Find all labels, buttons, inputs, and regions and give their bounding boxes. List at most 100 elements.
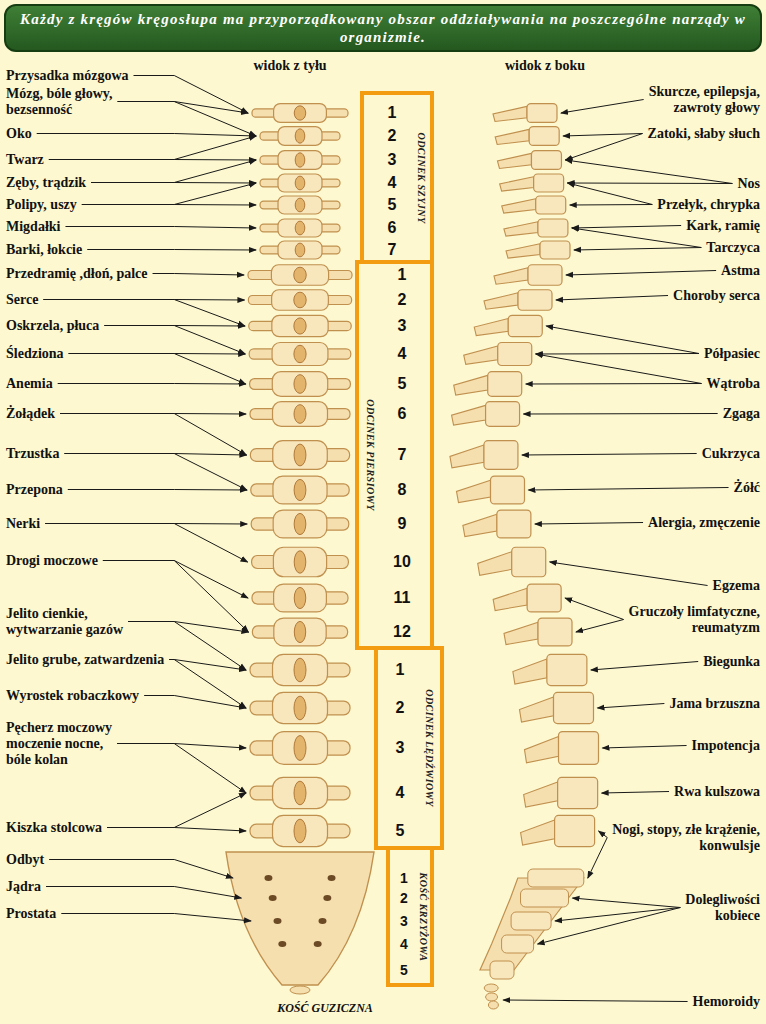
organ-label: Polipy, uszy xyxy=(6,197,77,213)
section-bracket xyxy=(388,848,432,985)
leader-arrow xyxy=(598,704,665,709)
vertebra-side xyxy=(529,127,559,146)
leader-arrow xyxy=(599,831,608,838)
symptom-label: Tarczyca xyxy=(706,240,760,256)
leader-arrow xyxy=(49,136,256,160)
vertebra-number: 2 xyxy=(396,700,405,716)
spinous-process-side xyxy=(513,659,547,684)
symptom-label: Nos xyxy=(737,176,760,192)
vertebra xyxy=(278,241,322,259)
spinous-process xyxy=(294,658,306,682)
leader-arrow xyxy=(568,183,653,205)
symptom-label: Zatoki, słaby słuch xyxy=(648,126,760,142)
view-heading: widok z boku xyxy=(505,58,585,74)
vertebra xyxy=(273,547,326,577)
leader-arrow xyxy=(117,744,246,794)
section-bracket xyxy=(357,262,432,648)
spinous-process xyxy=(295,129,305,143)
leader-arrow xyxy=(561,100,644,114)
leader-arrow xyxy=(522,454,697,456)
leader-arrow xyxy=(87,249,256,251)
symptom-label: Gruczoły limfatyczne, reumatyzm xyxy=(605,604,760,636)
vertebra-side xyxy=(554,692,594,723)
organ-label: Wyrostek robaczkowy xyxy=(6,688,139,704)
leader-arrow xyxy=(565,134,642,161)
sacral-segment-side xyxy=(511,912,551,930)
spinous-process xyxy=(294,375,306,394)
vertebra-number: 5 xyxy=(398,376,407,392)
vertebra-side xyxy=(531,151,561,170)
vertebra-side xyxy=(512,547,546,577)
vertebra xyxy=(272,315,328,336)
vertebra xyxy=(272,290,329,311)
vertebra-side xyxy=(491,476,525,504)
organ-label: Przysadka mózgowa xyxy=(6,68,129,84)
spinous-process xyxy=(294,106,306,120)
organ-label: Twarz xyxy=(6,152,44,168)
spinous-process xyxy=(294,587,306,608)
symptom-label: Półpasiec xyxy=(704,346,760,362)
section-name: ODCINEK PIERSIOWY xyxy=(364,399,376,511)
leader-arrow xyxy=(603,746,687,749)
leader-arrow xyxy=(524,413,718,415)
spinous-process xyxy=(295,176,305,190)
sacral-foramen xyxy=(314,941,322,947)
vertebra-number: 10 xyxy=(393,554,411,570)
vertebra-number: 2 xyxy=(400,891,408,905)
vertebra-side xyxy=(518,290,552,311)
leader-arrow xyxy=(546,326,699,354)
spinous-process xyxy=(294,621,305,642)
spinous-process xyxy=(295,153,305,167)
organ-label: Barki, łokcie xyxy=(6,242,82,258)
vertebra-number: 3 xyxy=(396,740,405,756)
vertebra xyxy=(274,584,327,612)
spinous-process-side xyxy=(450,445,484,468)
organ-label: Pęcherz moczowy moczenie nocne, bóle kol… xyxy=(6,720,131,768)
spinous-process-side xyxy=(504,622,538,644)
organ-label: Oko xyxy=(6,126,32,142)
vertebra-side xyxy=(484,441,518,470)
vertebra xyxy=(273,732,328,765)
vertebra-number: 4 xyxy=(388,175,397,191)
leader-arrow xyxy=(118,102,256,137)
leader-arrow xyxy=(64,454,246,491)
spinous-process xyxy=(294,292,306,308)
organ-label: Przepona xyxy=(6,482,63,498)
leader-arrow xyxy=(58,383,246,385)
leader-arrow xyxy=(91,160,256,183)
spinous-process xyxy=(294,479,306,500)
vertebra-number: 6 xyxy=(388,220,397,236)
leader-arrow xyxy=(103,561,249,633)
leader-arrow xyxy=(118,102,248,114)
vertebra-number: 3 xyxy=(398,318,407,334)
leader-arrow xyxy=(576,620,624,633)
leader-arrow xyxy=(568,183,733,185)
leader-arrow xyxy=(134,76,249,114)
view-heading: widok z tyłu xyxy=(253,58,326,74)
spinous-process xyxy=(295,243,305,257)
symptom-label: Kark, ramię xyxy=(686,218,760,234)
spinous-process xyxy=(294,405,306,424)
leader-arrow xyxy=(535,523,643,525)
vertebra-number: 4 xyxy=(398,346,407,362)
spinous-process xyxy=(294,781,306,805)
vertebra xyxy=(271,265,328,286)
spinous-process xyxy=(294,267,306,283)
organ-label: Oskrzela, płuca xyxy=(6,318,99,334)
coccyx xyxy=(290,986,310,994)
vertebra-number: 1 xyxy=(398,267,407,283)
spinous-process-side xyxy=(524,782,558,807)
spinous-process-side xyxy=(452,405,486,425)
sacrum-side xyxy=(480,878,584,970)
vertebra-side xyxy=(527,584,561,612)
symptom-label: Przełyk, chrypka xyxy=(657,197,760,213)
vertebra-number: 6 xyxy=(398,406,407,422)
leader-arrow xyxy=(144,696,246,709)
spinous-process-side xyxy=(525,737,559,763)
sacral-segment-side xyxy=(490,961,514,979)
spinous-process xyxy=(294,819,306,843)
vertebra xyxy=(273,510,327,538)
coccyx-side xyxy=(488,1001,498,1009)
sacral-foramen xyxy=(328,875,336,881)
